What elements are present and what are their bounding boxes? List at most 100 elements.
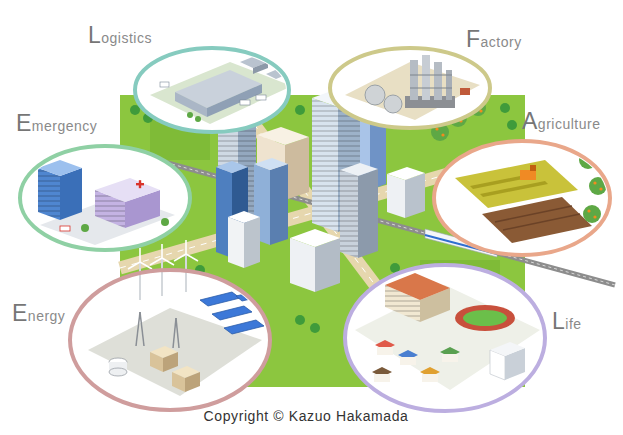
railway-part: [120, 150, 615, 285]
skyscrapers-part: [257, 127, 309, 145]
emergency-illustration-part: [161, 218, 169, 226]
skyscrapers-part: [285, 137, 309, 200]
agriculture-illustration-part: [482, 197, 592, 243]
skyscrapers-part: [312, 98, 338, 232]
agriculture-illustration-part: [520, 170, 536, 180]
topic-label: Factory: [466, 28, 522, 53]
emergency-illustration-part: [38, 168, 60, 220]
logistics-illustration-part: [256, 95, 266, 100]
wind-turbines-part: [150, 258, 162, 265]
energy-illustration-part: [88, 308, 262, 396]
circle-outline: [345, 265, 545, 411]
logistics-illustration-part: [175, 92, 207, 117]
life-illustration-part: [490, 342, 525, 356]
wind-turbines-part: [185, 240, 187, 254]
topic-circle: Energy: [70, 270, 270, 410]
skyscrapers-part: [358, 169, 378, 258]
skyscrapers-part: [290, 238, 315, 292]
circle-backgrounds-part: [70, 270, 270, 410]
life-illustration-part: [374, 374, 390, 382]
wind-turbines-part: [186, 254, 198, 261]
skyscrapers-part: [228, 211, 260, 223]
wind-turbines-part: [161, 244, 163, 258]
factory-illustration-part: [422, 55, 430, 100]
skyscrapers-part: [244, 217, 260, 268]
skyscrapers-part: [270, 164, 288, 245]
logistics-illustration-part: [150, 62, 292, 124]
trees-part: [295, 105, 305, 115]
agriculture-illustration: [455, 151, 607, 243]
circle-backgrounds: [20, 48, 610, 411]
circle-outline: [330, 48, 490, 128]
trees-part: [500, 103, 510, 113]
skyscrapers-part: [340, 170, 358, 258]
logistics-illustration: [150, 56, 292, 124]
topic-label: Logistics: [88, 24, 152, 49]
energy-illustration-part: [224, 320, 264, 334]
agriculture-illustration-part: [593, 181, 596, 184]
topic-label: Energy: [12, 302, 65, 327]
railway-part: [120, 150, 615, 285]
life-illustration-part: [422, 374, 438, 382]
circle-outline: [135, 48, 289, 132]
circle-outline: [345, 265, 545, 411]
energy-illustration-part: [140, 312, 144, 346]
life-illustration-part: [455, 305, 515, 331]
energy-illustration-part: [200, 292, 240, 306]
agriculture-illustration-part: [495, 206, 572, 222]
factory-illustration: [345, 55, 480, 120]
energy-illustration: [88, 290, 268, 396]
factory-illustration-part: [434, 62, 442, 100]
topic-label: Agriculture: [522, 110, 600, 135]
topic-circle: Life: [345, 265, 545, 411]
skyscrapers-part: [290, 229, 340, 247]
emergency-illustration-part: [38, 168, 60, 220]
energy-illustration-part: [172, 372, 185, 392]
energy-illustration-part: [212, 306, 252, 320]
logistics-illustration-part: [240, 100, 250, 105]
emergency-illustration-part: [81, 224, 89, 232]
skyscrapers-part: [387, 167, 425, 180]
wind-turbines-part: [185, 254, 187, 292]
wind-turbines-part: [140, 262, 152, 269]
energy-illustration-part: [176, 318, 179, 348]
circle-outline: [135, 48, 289, 132]
wind-turbines-part: [161, 258, 163, 296]
circle-outline: [70, 270, 270, 410]
skyscrapers-part: [228, 217, 244, 268]
skyscrapers-part: [387, 174, 405, 218]
energy-illustration-part: [173, 318, 176, 348]
agriculture-illustration-part: [530, 165, 536, 171]
life-illustration-part: [385, 285, 420, 322]
skyscrapers-part: [315, 238, 340, 292]
skyscrapers-part: [254, 158, 288, 170]
emergency-illustration-part: [139, 180, 141, 188]
skyscrapers-part: [312, 98, 338, 232]
circle-backgrounds-part: [330, 48, 490, 128]
factory-illustration-part: [365, 85, 385, 105]
life-illustration-part: [355, 285, 540, 390]
life-illustration-part: [377, 347, 393, 355]
factory-illustration-part: [460, 88, 470, 95]
circle-backgrounds-part: [345, 265, 545, 411]
trees-part: [310, 323, 320, 333]
factory-illustration-part: [410, 60, 418, 100]
wind-turbines-part: [139, 248, 141, 262]
wind-turbines-part: [128, 262, 140, 269]
circle-outline: [330, 48, 490, 128]
copyright-note: Copyright © Kazuo Hakamada: [204, 407, 409, 425]
energy-illustration-part: [163, 352, 178, 372]
topic-circle: Emergency: [20, 146, 190, 250]
agriculture-illustration-part: [583, 205, 601, 223]
circle-outline: [434, 141, 610, 255]
wind-turbines-part: [139, 262, 141, 300]
agriculture-illustration-part: [587, 209, 590, 212]
factory-illustration-part: [410, 75, 452, 76]
wind-turbines-part: [162, 258, 174, 265]
circle-outline: [20, 146, 190, 250]
emergency-illustration: [38, 160, 175, 245]
circle-outline: [20, 146, 190, 250]
topic-circle: Agriculture: [434, 141, 610, 255]
